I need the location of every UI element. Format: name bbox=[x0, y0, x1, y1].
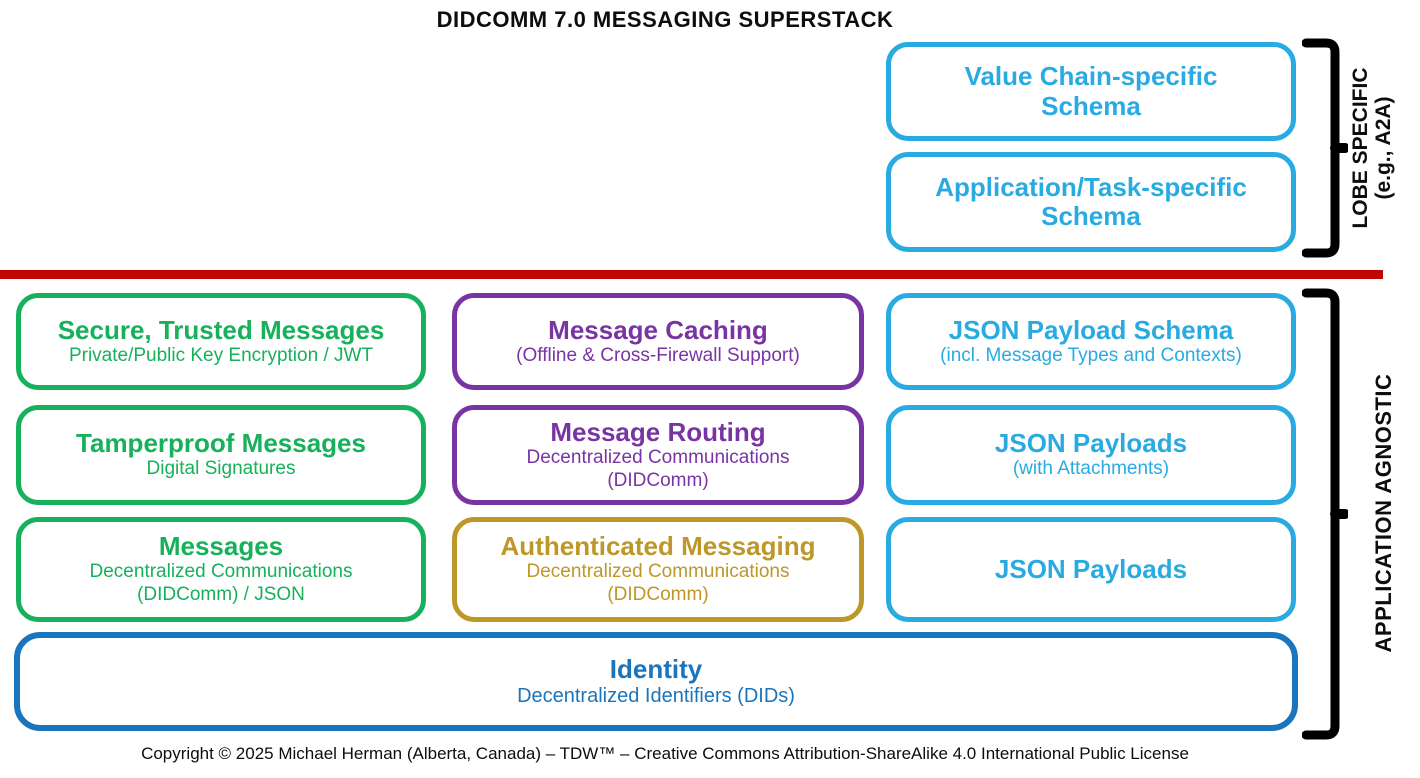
box-subtitle: (Offline & Cross-Firewall Support) bbox=[516, 344, 800, 366]
box-subtitle: Decentralized Communications (DIDComm) bbox=[526, 561, 790, 606]
box-tamperproof-messages: Tamperproof Messages Digital Signatures bbox=[16, 405, 426, 505]
lobe-specific-brace-icon bbox=[1302, 38, 1348, 258]
box-title: Messages bbox=[158, 531, 284, 562]
copyright-text: Copyright © 2025 Michael Herman (Alberta… bbox=[141, 744, 1189, 763]
application-agnostic-label: APPLICATION AGNOSTIC bbox=[1371, 373, 1396, 653]
box-application-task-specific-schema: Application/Task-specific Schema bbox=[886, 152, 1296, 252]
box-subtitle: Decentralized Communications (DIDComm) bbox=[526, 446, 790, 491]
box-json-payloads-attachments: JSON Payloads (with Attachments) bbox=[886, 405, 1296, 505]
box-title: JSON Payloads bbox=[994, 428, 1188, 459]
lobe-specific-label: LOBE SPECIFIC (e.g., A2A) bbox=[1349, 67, 1395, 229]
box-value-chain-specific-schema: Value Chain-specific Schema bbox=[886, 42, 1296, 141]
red-divider-line bbox=[0, 270, 1383, 279]
box-subtitle: Decentralized Identifiers (DIDs) bbox=[517, 685, 795, 708]
application-agnostic-brace-icon bbox=[1302, 288, 1348, 740]
box-json-payloads: JSON Payloads bbox=[886, 517, 1296, 622]
box-messages: Messages Decentralized Communications (D… bbox=[16, 517, 426, 622]
box-authenticated-messaging: Authenticated Messaging Decentralized Co… bbox=[452, 517, 864, 622]
box-message-caching: Message Caching (Offline & Cross-Firewal… bbox=[452, 293, 864, 390]
box-title: Application/Task-specific Schema bbox=[935, 171, 1247, 231]
box-title: Secure, Trusted Messages bbox=[57, 314, 385, 345]
box-title: JSON Payload Schema bbox=[948, 314, 1234, 345]
box-subtitle: Decentralized Communications (DIDComm) /… bbox=[89, 561, 353, 606]
box-title: Identity bbox=[609, 653, 703, 684]
box-message-routing: Message Routing Decentralized Communicat… bbox=[452, 405, 864, 505]
box-subtitle: (with Attachments) bbox=[1012, 458, 1170, 480]
box-title: Tamperproof Messages bbox=[76, 428, 366, 459]
box-title: Authenticated Messaging bbox=[500, 531, 816, 562]
box-json-payload-schema: JSON Payload Schema (incl. Message Types… bbox=[886, 293, 1296, 390]
box-title: Message Routing bbox=[550, 416, 766, 447]
box-title: Message Caching bbox=[548, 314, 768, 345]
box-identity: Identity Decentralized Identifiers (DIDs… bbox=[14, 632, 1298, 731]
box-title: Value Chain-specific Schema bbox=[964, 61, 1218, 121]
box-title: JSON Payloads bbox=[994, 553, 1188, 584]
box-subtitle: Digital Signatures bbox=[146, 458, 296, 480]
page-title: DIDCOMM 7.0 MESSAGING SUPERSTACK bbox=[436, 7, 894, 32]
box-subtitle: Private/Public Key Encryption / JWT bbox=[68, 344, 374, 366]
box-subtitle: (incl. Message Types and Contexts) bbox=[940, 344, 1242, 366]
box-secure-trusted-messages: Secure, Trusted Messages Private/Public … bbox=[16, 293, 426, 390]
